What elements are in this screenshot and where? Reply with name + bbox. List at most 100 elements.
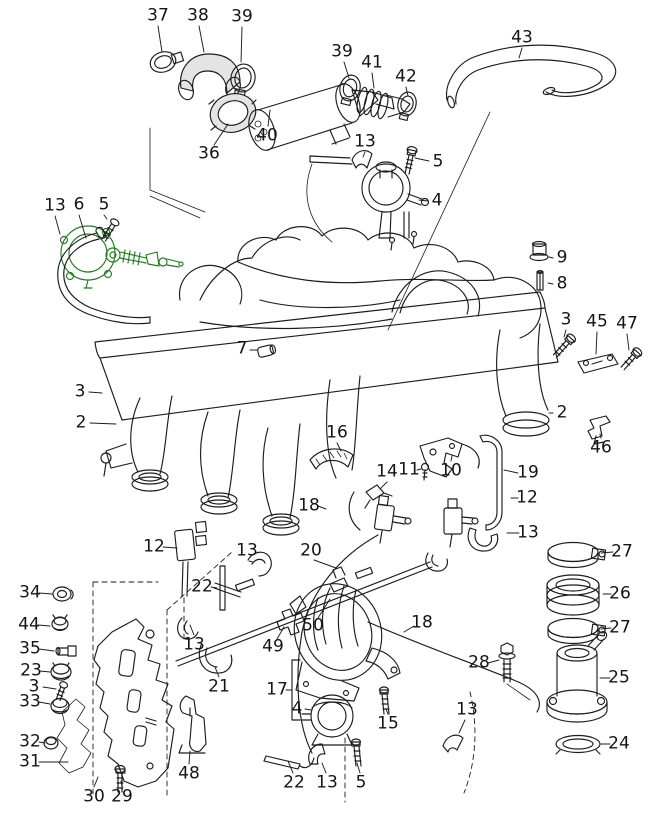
part-14-fitting-drawing (364, 484, 393, 509)
part-number-label-45-18: 45 (586, 311, 608, 332)
leader-line-40-4 (267, 109, 271, 127)
part-13-bottom-right-elbow-drawing (442, 734, 464, 753)
leader-line-4-43 (304, 708, 312, 711)
part-5-upper-screw-drawing (404, 146, 418, 175)
part-20-pipe-drawing (175, 561, 433, 667)
part-number-label-16-28: 16 (326, 422, 348, 443)
leader-line-42-7 (405, 86, 409, 97)
part-18-left-hose-drawing (297, 491, 379, 754)
part-4-lower-actuator-drawing (301, 694, 354, 746)
part-9-cap-drawing (529, 240, 549, 262)
part-12-left-valve-drawing (174, 520, 208, 641)
part-number-label-18-32: 18 (298, 495, 320, 516)
part-number-label-6-13: 6 (73, 194, 85, 215)
construction-dashed-lines (92, 551, 233, 799)
leader-line-13-37 (189, 624, 195, 636)
part-46-clip-drawing (587, 415, 611, 445)
leader-line-3-26 (88, 391, 103, 394)
part-number-label-5-14: 5 (98, 194, 110, 215)
part-number-label-49-40: 49 (262, 636, 284, 657)
part-32-grommet-drawing (43, 736, 59, 750)
part-number-label-50-41: 50 (302, 615, 324, 636)
leader-line-48-39 (188, 750, 191, 765)
part-number-label-4-43: 4 (291, 698, 303, 719)
leader-line-29-65 (120, 780, 123, 788)
part-number-label-17-42: 17 (266, 679, 288, 700)
part-24-seal-drawing (555, 734, 601, 755)
leader-line-11-30 (416, 468, 422, 471)
leader-line-46-21 (599, 433, 602, 439)
leader-line-5-48 (356, 762, 361, 774)
leader-line-4-10 (418, 199, 429, 202)
part-34-grommet-drawing (52, 586, 74, 602)
part-number-label-42-7: 42 (395, 66, 417, 87)
part-number-label-35-58: 35 (19, 638, 41, 659)
leader-line-21-38 (214, 666, 220, 678)
part-41-bellows-drawing (356, 86, 411, 120)
leader-line-28-50 (487, 659, 500, 664)
leader-line-13-11 (362, 151, 366, 158)
part-number-label-39-5: 39 (331, 41, 353, 62)
part-35-stub-drawing (55, 645, 77, 657)
part-number-label-14-29: 14 (376, 461, 398, 482)
part-number-label-3-17: 3 (560, 309, 572, 330)
part-25-connector-drawing (546, 630, 608, 723)
leader-line-35-58 (38, 648, 55, 652)
part-number-label-4-10: 4 (431, 190, 443, 211)
leader-line-32-62 (38, 741, 46, 744)
part-number-label-28-50: 28 (468, 652, 490, 673)
leader-line-3-60 (42, 686, 57, 690)
part-29-screw-drawing (114, 764, 126, 793)
part-3-console-screw-drawing (55, 681, 69, 702)
part-number-label-9-15: 9 (556, 247, 568, 268)
part-18-right-hose-drawing (367, 621, 540, 794)
part-number-label-2-20: 2 (556, 402, 568, 423)
part-number-label-27-55: 27 (609, 617, 631, 638)
leader-line-23-59 (39, 670, 51, 673)
part-number-label-25-51: 25 (608, 667, 630, 688)
leader-line-13-49 (458, 719, 466, 734)
leader-line-3-17 (563, 329, 567, 338)
part-number-label-34-56: 34 (19, 582, 41, 603)
leader-line-39-5 (343, 61, 350, 79)
part-number-label-43-8: 43 (511, 27, 533, 48)
part-22-bottom-pipe-drawing (263, 755, 315, 770)
part-number-label-44-57: 44 (18, 614, 40, 635)
leader-line-37-0 (157, 25, 163, 53)
part-13-mid-elbow-drawing (425, 552, 449, 572)
part-49-cross-drawing (276, 608, 305, 636)
part-number-label-32-62: 32 (19, 731, 41, 752)
part-12-valve-a-drawing (373, 494, 412, 544)
part-number-label-2-27: 2 (75, 412, 87, 433)
leader-line-5-9 (414, 157, 430, 162)
leader-line-2-27 (89, 422, 117, 425)
part-number-label-13-47: 13 (316, 772, 338, 793)
part-number-label-15-44: 15 (377, 713, 399, 734)
part-27-clamp-upper-drawing (547, 541, 607, 569)
construction-line-36 (149, 127, 206, 219)
part-number-label-13-49: 13 (456, 699, 478, 720)
part-31-gasket-drawing (56, 698, 92, 774)
leader-line-15-44 (385, 708, 389, 715)
part-number-label-20-33: 20 (300, 540, 322, 561)
part-number-label-27-53: 27 (611, 541, 633, 562)
part-44-plug-drawing (51, 614, 69, 632)
part-number-label-18-45: 18 (411, 612, 433, 633)
part-11-screw-drawing (420, 462, 430, 481)
part-30-console-drawing (93, 618, 175, 788)
leader-line-33-61 (38, 701, 51, 705)
part-37-clamp-drawing (149, 51, 185, 73)
leader-line-18-45 (403, 625, 415, 633)
leader-line-41-6 (371, 72, 375, 89)
leader-line-44-57 (37, 624, 51, 627)
part-12-valve-b-drawing (443, 498, 479, 548)
leader-line-13-47 (321, 762, 327, 774)
part-15-screw-drawing (378, 686, 390, 715)
leader-line-27-55 (600, 627, 612, 630)
part-number-label-10-31: 10 (440, 460, 462, 481)
part-38-elbow-drawing (178, 53, 241, 101)
leader-line-9-15 (548, 256, 554, 259)
part-number-label-13-24: 13 (517, 522, 539, 543)
